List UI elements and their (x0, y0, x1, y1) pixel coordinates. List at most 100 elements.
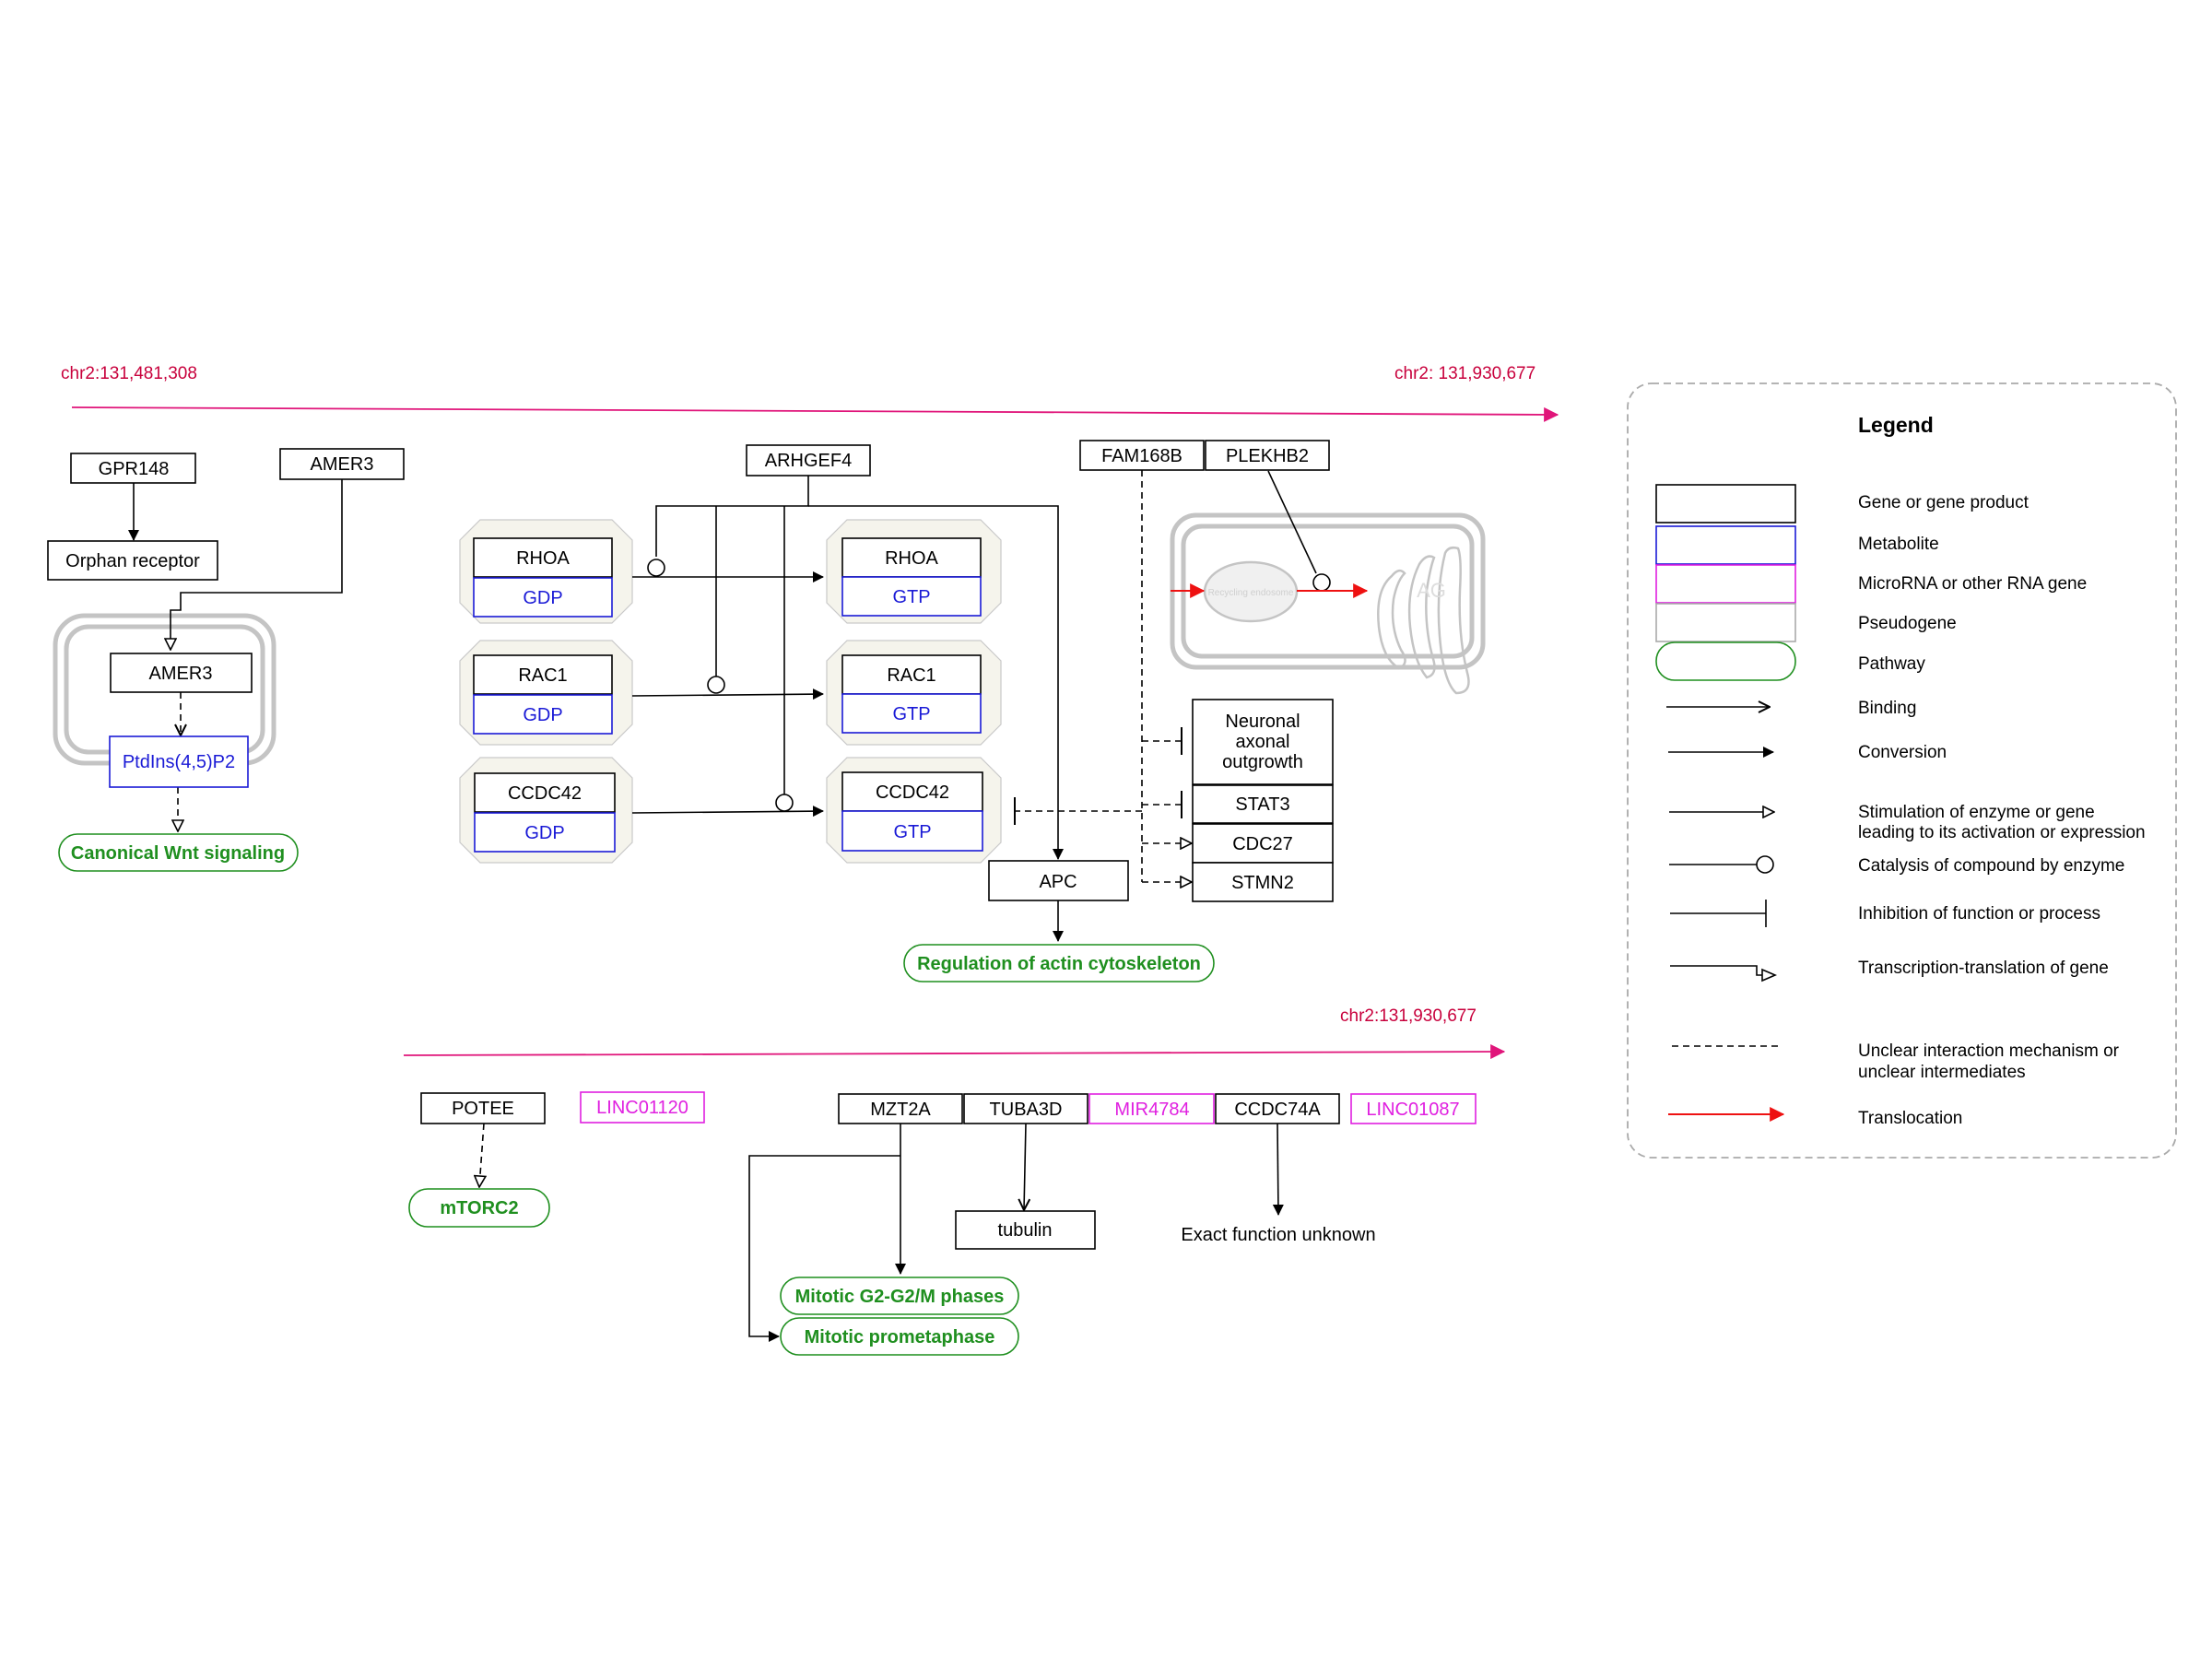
catalysis-rhoa (647, 559, 665, 577)
pathway-mtorc2-label: mTORC2 (440, 1198, 518, 1218)
gene-stat3-label: STAT3 (1235, 794, 1289, 815)
legend-label-translocation: Translocation (1858, 1109, 1962, 1128)
gene-amer3-top-label: AMER3 (311, 454, 374, 475)
golgi-apparatus (1377, 546, 1470, 695)
rna-mir4784[interactable] (1088, 1093, 1215, 1124)
gene-cdc27[interactable] (1192, 823, 1334, 864)
legend-line-transcription (1670, 965, 1762, 976)
pathway-wnt-label: Canonical Wnt signaling (71, 843, 285, 864)
gene-fam168b-label: FAM168B (1101, 446, 1182, 466)
gene-plekhb2-label: PLEKHB2 (1226, 446, 1309, 466)
edge-ccdc42-conversion (631, 806, 824, 818)
legend-catalysis-circle (1756, 855, 1774, 874)
gene-rhoa-gdp-label: RHOA (516, 548, 570, 569)
rna-linc01087[interactable] (1350, 1093, 1477, 1124)
pathway-g2m-label: Mitotic G2-G2/M phases (795, 1287, 1005, 1307)
legend-label-metabolite: Metabolite (1858, 535, 1939, 554)
edge-arhgef4-trunk (655, 476, 809, 557)
gene-arhgef4[interactable] (746, 444, 871, 477)
gene-stmn2[interactable] (1192, 862, 1334, 902)
catalysis-plekhb2 (1312, 573, 1331, 592)
legend-label-transcription: Transcription-translation of gene (1858, 959, 2109, 978)
pathway-g2m[interactable] (780, 1277, 1019, 1315)
gene-ccdc42-gtp[interactable] (841, 771, 983, 812)
gene-mzt2a[interactable] (838, 1093, 963, 1124)
gene-amer3-top[interactable] (279, 448, 405, 480)
pathway-actin-label: Regulation of actin cytoskeleton (917, 954, 1201, 974)
gene-ccdc74a[interactable] (1215, 1093, 1340, 1124)
metabolite-gdp-ccdc42[interactable] (474, 812, 616, 853)
gene-rhoa-gdp[interactable] (473, 537, 613, 578)
coord-bottom-right: chr2:131,930,677 (1340, 1006, 1477, 1026)
gene-potee-label: POTEE (452, 1099, 514, 1119)
metabolite-gdp-rac1[interactable] (473, 694, 613, 735)
legend-transcription-head (1761, 968, 1778, 982)
cell-compartment-right: Recycling endosome AG (1170, 512, 1486, 695)
metabolite-gdp-rhoa[interactable] (473, 577, 613, 618)
legend-label-stimulation-1: Stimulation of enzyme or gene (1858, 803, 2095, 822)
legend-label-catalysis: Catalysis of compound by enzyme (1858, 856, 2124, 876)
edge-plekhb2-catalysis (1267, 470, 1317, 574)
golgi-label: AG (1417, 579, 1446, 602)
metabolite-gtp-rhoa-label: GTP (892, 587, 930, 607)
legend-label-conversion: Conversion (1858, 743, 1947, 762)
edge-ccdc74a-unknown (1272, 1123, 1284, 1216)
legend-swatch-pathway (1655, 641, 1796, 681)
legend-label-inhibition: Inhibition of function or process (1858, 904, 2100, 924)
legend-frame (1627, 382, 2177, 1159)
gene-tuba3d-label: TUBA3D (990, 1100, 1063, 1120)
gene-tubulin-label: tubulin (998, 1220, 1053, 1241)
metabolite-gtp-rac1[interactable] (841, 693, 982, 734)
gene-gpr148[interactable] (70, 453, 196, 484)
gene-tubulin[interactable] (955, 1210, 1096, 1250)
legend-label-rna: MicroRNA or other RNA gene (1858, 574, 2087, 594)
gene-rac1-gdp-label: RAC1 (518, 665, 567, 686)
legend-swatch-pseudogene (1655, 603, 1796, 642)
metabolite-ptdins[interactable] (109, 735, 249, 788)
neuronal-outgrowth-line2: axonal (1236, 732, 1290, 752)
gene-rhoa-gtp[interactable] (841, 537, 982, 578)
metabolite-gtp-rac1-label: GTP (892, 704, 930, 724)
exact-function-unknown: Exact function unknown (1181, 1225, 1375, 1245)
neuronal-outgrowth-line3: outgrowth (1222, 752, 1303, 772)
rna-linc01120[interactable] (580, 1091, 705, 1124)
metabolite-ptdins-label: PtdIns(4,5)P2 (123, 752, 235, 772)
pathway-prometaphase-label: Mitotic prometaphase (805, 1327, 995, 1347)
gene-rac1-gtp[interactable] (841, 654, 982, 695)
legend-title: Legend (1858, 413, 1934, 437)
gene-potee[interactable] (420, 1092, 546, 1124)
catalysis-rac1 (707, 676, 725, 694)
pathway-mtorc2[interactable] (408, 1188, 550, 1228)
neuronal-outgrowth-box (1192, 699, 1334, 785)
metabolite-gdp-ccdc42-label: GDP (524, 823, 564, 843)
gene-plekhb2[interactable] (1205, 440, 1330, 471)
genomic-axis-bottom (403, 1044, 1506, 1060)
metabolite-gdp-rac1-label: GDP (523, 705, 562, 725)
pathway-wnt[interactable] (58, 833, 299, 872)
orphan-receptor-label: Orphan receptor (65, 551, 200, 571)
edge-rac1-conversion (631, 688, 824, 700)
pathway-actin[interactable] (903, 944, 1215, 982)
gene-tuba3d[interactable] (963, 1093, 1088, 1124)
gene-amer3-inner-label: AMER3 (149, 664, 213, 684)
gene-fam168b[interactable] (1079, 440, 1205, 471)
orphan-receptor-box (47, 540, 218, 581)
pathway-prometaphase[interactable] (780, 1317, 1019, 1356)
gene-ccdc74a-label: CCDC74A (1234, 1100, 1321, 1120)
gene-apc[interactable] (988, 860, 1129, 901)
metabolite-gtp-ccdc42[interactable] (841, 810, 983, 852)
gene-stat3[interactable] (1192, 784, 1334, 824)
legend-swatch-gene (1655, 484, 1796, 524)
rna-mir4784-label: MIR4784 (1114, 1100, 1189, 1120)
gene-ccdc42-gdp[interactable] (474, 772, 616, 813)
rna-linc01087-label: LINC01087 (1366, 1100, 1459, 1120)
gene-rac1-gdp[interactable] (473, 654, 613, 695)
legend-label-pathway: Pathway (1858, 654, 1925, 674)
coord-top-left: chr2:131,481,308 (61, 364, 197, 383)
legend-label-unclear-2: unclear intermediates (1858, 1063, 2026, 1082)
coord-top-right: chr2: 131,930,677 (1394, 364, 1535, 383)
gene-amer3-inner[interactable] (110, 653, 253, 693)
rna-linc01120-label: LINC01120 (596, 1098, 688, 1118)
metabolite-gtp-rhoa[interactable] (841, 576, 982, 617)
